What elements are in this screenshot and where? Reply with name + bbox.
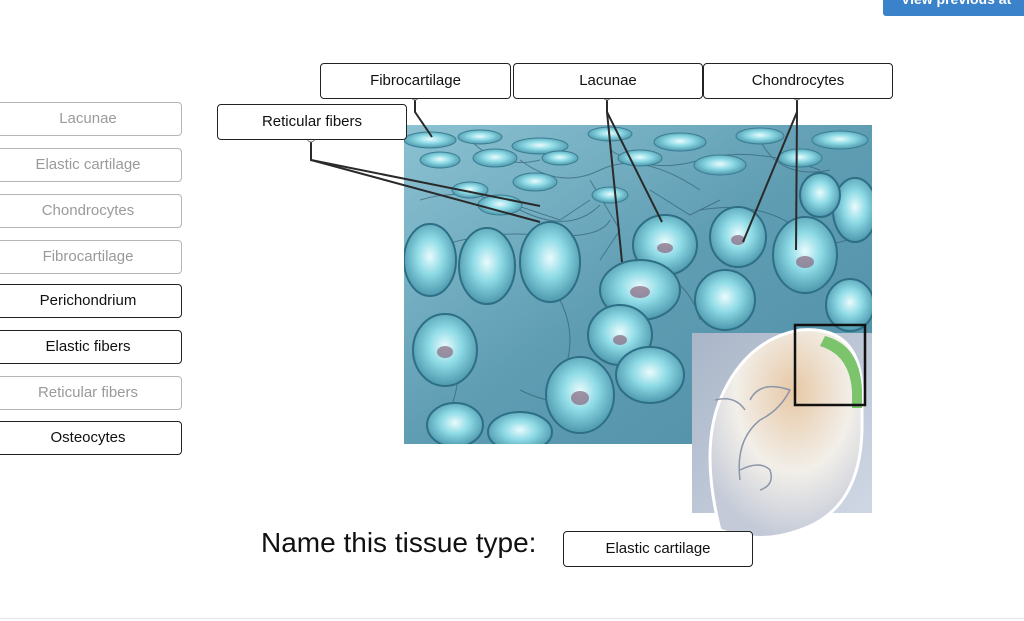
view-previous-attempt-button[interactable]: View previous at: [883, 0, 1024, 16]
elastic-cartilage-micrograph: [404, 125, 872, 444]
word-bank-item-lacunae[interactable]: Lacunae: [0, 102, 182, 136]
word-bank-item-reticular-fibers[interactable]: Reticular fibers: [0, 376, 182, 410]
word-bank-item-elastic-fibers[interactable]: Elastic fibers: [0, 330, 182, 364]
flattened-cells-row: [404, 126, 869, 216]
figure-label-fibrocartilage[interactable]: Fibrocartilage: [320, 63, 511, 99]
question-prompt: Name this tissue type:: [261, 527, 537, 558]
word-bank-item-elastic-cartilage[interactable]: Elastic cartilage: [0, 148, 182, 182]
bottom-divider: [0, 618, 1024, 619]
leader-lines: [310, 96, 798, 263]
lacunae-cells: [404, 172, 872, 444]
figure-label-reticular-fibers[interactable]: Reticular fibers: [217, 104, 407, 140]
ear-inset: [692, 323, 872, 539]
figure-label-lacunae[interactable]: Lacunae: [513, 63, 703, 99]
word-bank-item-perichondrium[interactable]: Perichondrium: [0, 284, 182, 318]
word-bank-item-fibrocartilage[interactable]: Fibrocartilage: [0, 240, 182, 274]
elastic-cartilage-highlight: [820, 336, 862, 408]
answer-drop-zone[interactable]: Elastic cartilage: [563, 531, 753, 567]
figure-label-chondrocytes[interactable]: Chondrocytes: [703, 63, 893, 99]
zoom-box: [793, 323, 867, 407]
word-bank-item-chondrocytes[interactable]: Chondrocytes: [0, 194, 182, 228]
word-bank-item-osteocytes[interactable]: Osteocytes: [0, 421, 182, 455]
